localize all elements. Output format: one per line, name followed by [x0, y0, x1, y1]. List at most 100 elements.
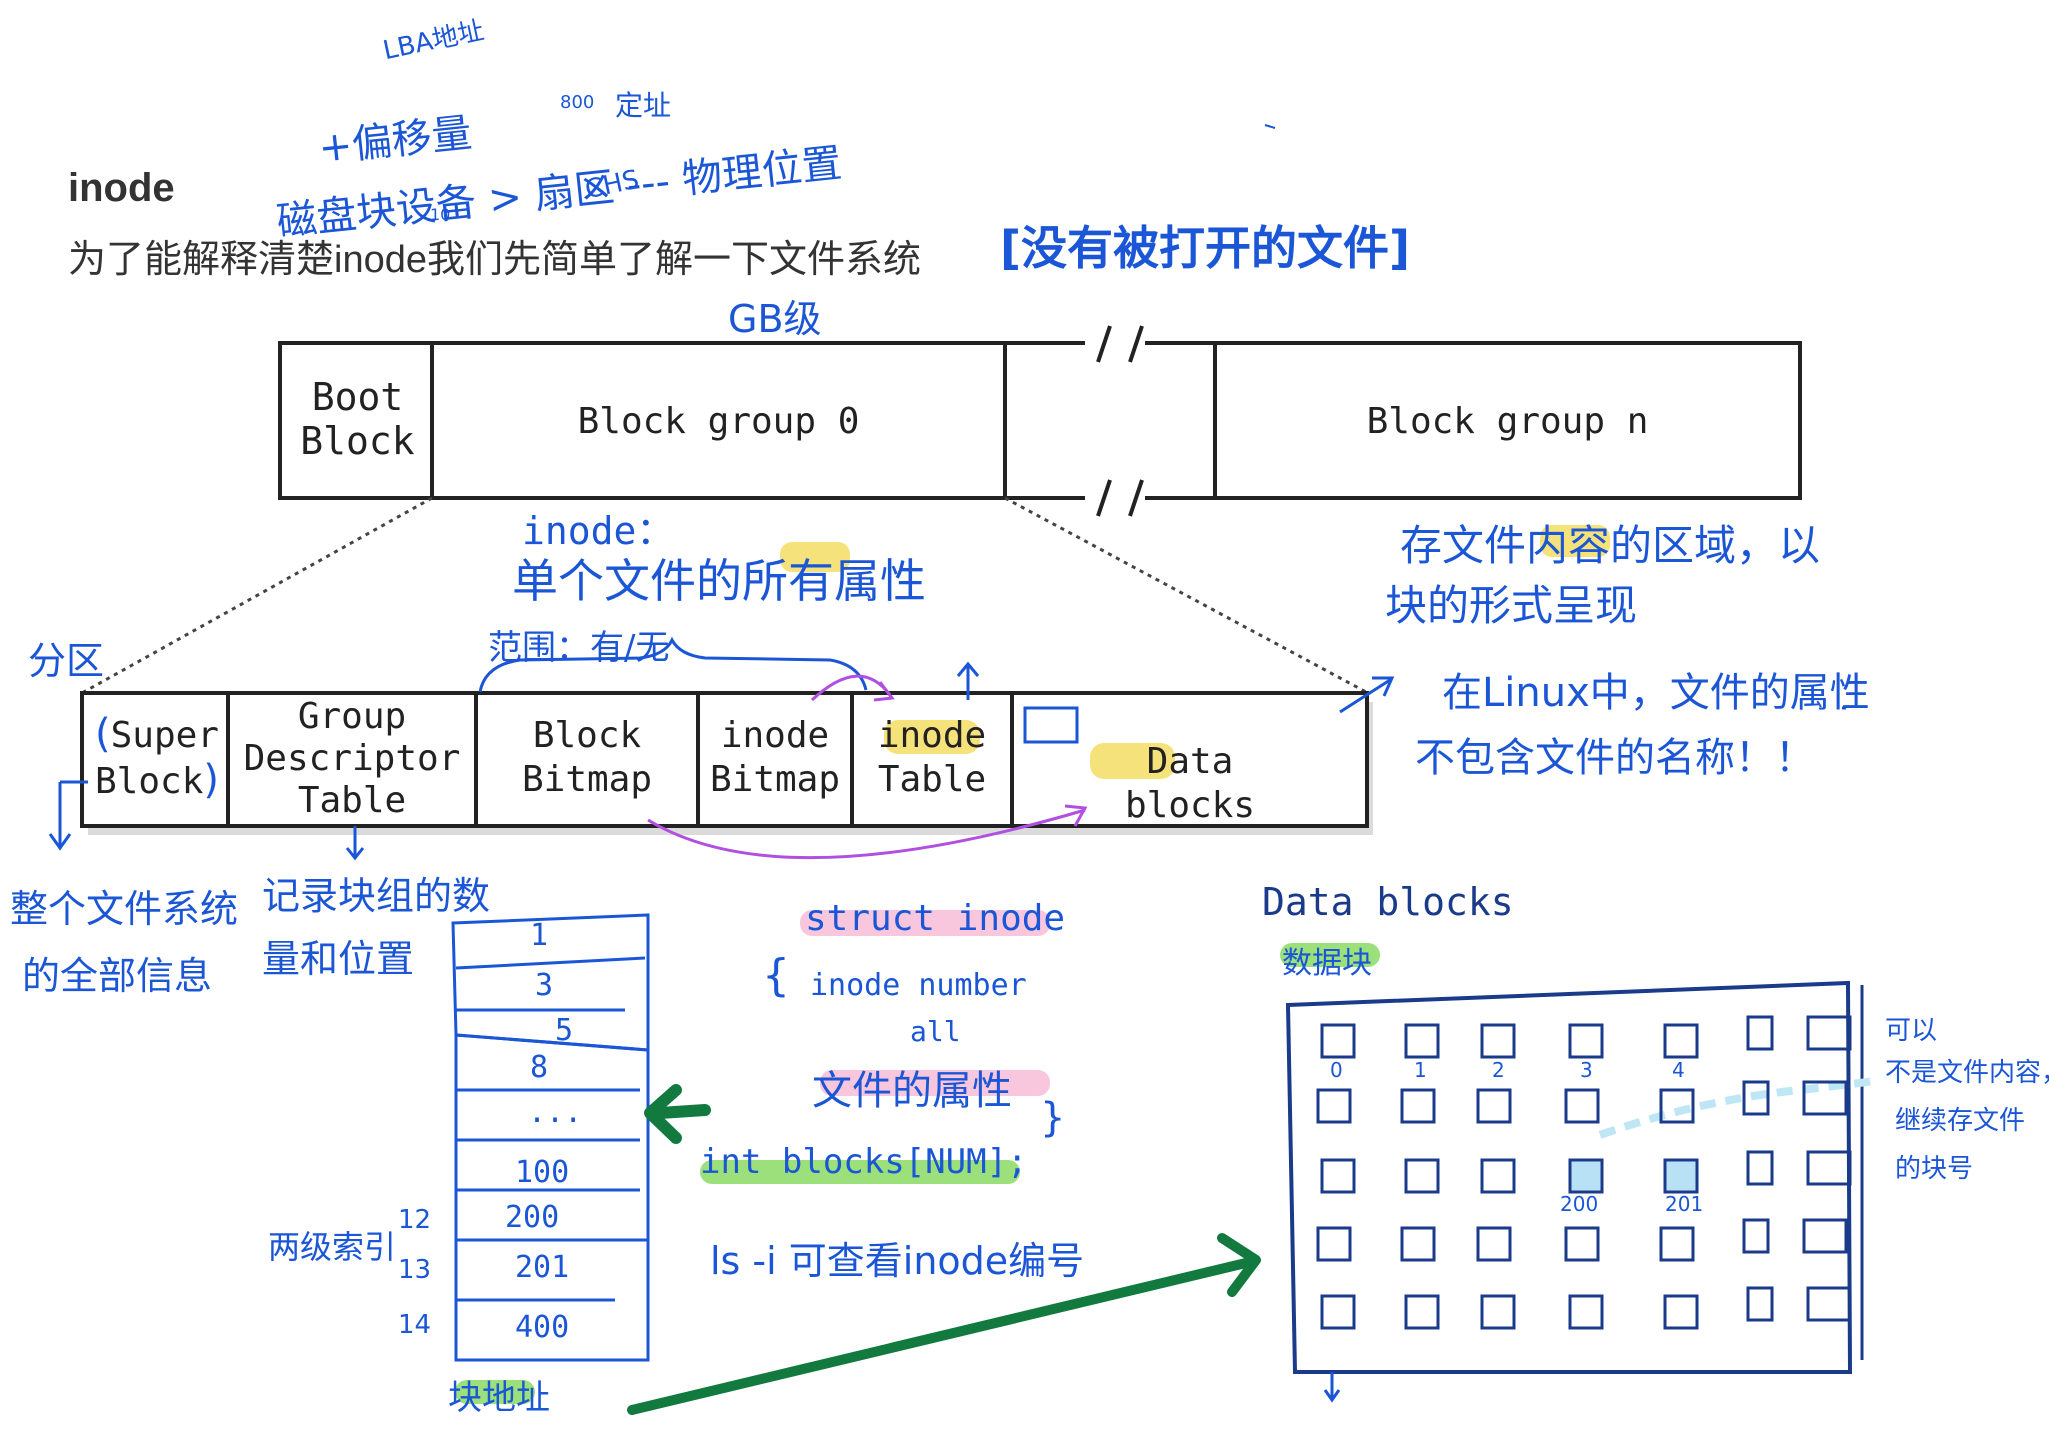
- data-highlight: [1090, 743, 1175, 779]
- data-block-cell: [1564, 1088, 1600, 1124]
- super-block-label: (Super Block): [95, 711, 219, 803]
- n10-note: 10: [430, 205, 451, 224]
- data-block-cell: [1476, 1226, 1512, 1262]
- array-row-value: 3: [535, 968, 554, 1003]
- brace-close: }: [1040, 1095, 1066, 1141]
- partition-note: 分区: [28, 639, 105, 683]
- blocks-highlight: [700, 1160, 1020, 1184]
- data-block-cell: [1663, 1294, 1699, 1330]
- scope-bracket: [478, 636, 868, 693]
- data-block-cell: [1806, 1286, 1852, 1322]
- block-address-highlight: [455, 1380, 535, 1404]
- array-row-value: 200: [505, 1200, 560, 1235]
- linux-note-1: 在Linux中，文件的属性: [1442, 670, 1870, 716]
- break-mark: [1096, 479, 1112, 517]
- right-note-2: 不是文件内容，: [1885, 1058, 2049, 1088]
- scope-note: 范围：有/无: [488, 628, 670, 668]
- array-row-value: ...: [528, 1095, 583, 1130]
- brace-open: {: [762, 950, 790, 1001]
- n800-note: 800: [560, 92, 595, 113]
- right-note-1: 可以: [1885, 1016, 1938, 1046]
- section-heading: inode: [68, 166, 175, 210]
- data-block-cell: [1659, 1088, 1695, 1124]
- array-row-value: 1: [530, 918, 549, 953]
- data-blocks-grid: [1285, 980, 1881, 1403]
- data-block-cell: [1316, 1226, 1352, 1262]
- inode-label-note: inode：: [522, 509, 675, 553]
- grid-block-number: 201: [1665, 1192, 1704, 1216]
- data-blocks-title: Data blocks: [1262, 880, 1514, 924]
- data-block-cell: [1564, 1226, 1600, 1262]
- data-block-cell: [1316, 1088, 1352, 1124]
- data-block-cell: [1568, 1294, 1604, 1330]
- data-block-cell: [1476, 1088, 1512, 1124]
- content-highlight: [1540, 525, 1610, 557]
- struct-inode-note: struct inode: [805, 898, 1066, 939]
- inode-number-note: inode number: [810, 968, 1027, 1003]
- array-index-label: 12: [398, 1205, 432, 1235]
- data-block-cell: [1480, 1158, 1516, 1194]
- data-block-cell: [1320, 1023, 1356, 1059]
- grid-col-label: 2: [1492, 1058, 1505, 1082]
- data-block-cell: [1802, 1218, 1848, 1254]
- grid-col-label: 0: [1330, 1058, 1343, 1082]
- data-block-cell: [1404, 1023, 1440, 1059]
- block-address-note: 块地址: [448, 1378, 550, 1418]
- data-block-cell: [1480, 1023, 1516, 1059]
- attr-highlight: [780, 542, 850, 572]
- data-block-cell: [1663, 1158, 1699, 1194]
- block-group-0-label: Block group 0: [577, 401, 860, 442]
- break-mark: [1128, 325, 1144, 363]
- linux-note-2: 不包含文件的名称！！: [1415, 735, 1815, 781]
- data-block-cell: [1742, 1218, 1770, 1254]
- intro-text: 为了能解释清楚inode我们先简单了解一下文件系统: [68, 239, 921, 281]
- file-attrs-note: 文件的属性: [812, 1068, 1012, 1114]
- struct-highlight: [800, 910, 1050, 936]
- data-block-cell: [1404, 1294, 1440, 1330]
- data-block-cell: [1746, 1286, 1774, 1322]
- top-partition-bar: [278, 325, 1802, 517]
- array-index-label: 13: [398, 1255, 432, 1285]
- grid-col-label: 3: [1580, 1058, 1593, 1082]
- two-level-index-note: 两级索引: [268, 1228, 397, 1266]
- data-block-cell: [1400, 1226, 1436, 1262]
- block-group-n-label: Block group n: [1366, 401, 1649, 442]
- data-block-cell: [1659, 1226, 1695, 1262]
- data-block-cell: [1568, 1158, 1604, 1194]
- array-index-label: 14: [398, 1310, 432, 1340]
- data-block-cell: [1806, 1015, 1852, 1051]
- gdt-note-1: 记录块组的数: [262, 874, 491, 918]
- int-blocks-note: int blocks[NUM];: [700, 1142, 1028, 1182]
- data-block-cell: [1663, 1023, 1699, 1059]
- content-area-note: 存文件内容的区域，以: [1400, 521, 1821, 570]
- grid-col-label: 1: [1414, 1058, 1427, 1082]
- not-opened-note: [没有被打开的文件]: [1000, 221, 1411, 275]
- array-row-value: 100: [515, 1155, 570, 1190]
- data-block-cell: [1480, 1294, 1516, 1330]
- data-block-cell: [1806, 1150, 1852, 1186]
- array-row-value: 8: [530, 1050, 549, 1085]
- data-block-cell: [1320, 1158, 1356, 1194]
- content-area-note-2: 块的形式呈现: [1385, 581, 1638, 630]
- break-mark: [1128, 479, 1144, 517]
- inode-highlight: [884, 720, 980, 754]
- green-arrow-left: [654, 1104, 711, 1119]
- data-blocks-label: Data blocks: [1124, 741, 1256, 826]
- data-block-cell: [1568, 1023, 1604, 1059]
- data-block-cell: [1320, 1294, 1356, 1330]
- expand-line-left: [81, 496, 433, 695]
- array-row-value: 5: [555, 1013, 574, 1048]
- small-box-mark: [1023, 706, 1079, 744]
- grid-col-label: 4: [1672, 1058, 1685, 1082]
- data-block-cell: [1404, 1158, 1440, 1194]
- break-mark: [1096, 325, 1112, 363]
- data-block-cell: [1400, 1088, 1436, 1124]
- expand-line-right: [1004, 496, 1369, 695]
- data-block-cell: [1746, 1015, 1774, 1051]
- super-block-note-1: 整个文件系统: [10, 887, 239, 931]
- attrs-highlight: [820, 1070, 1050, 1096]
- gb-level-note: GB级: [728, 297, 822, 341]
